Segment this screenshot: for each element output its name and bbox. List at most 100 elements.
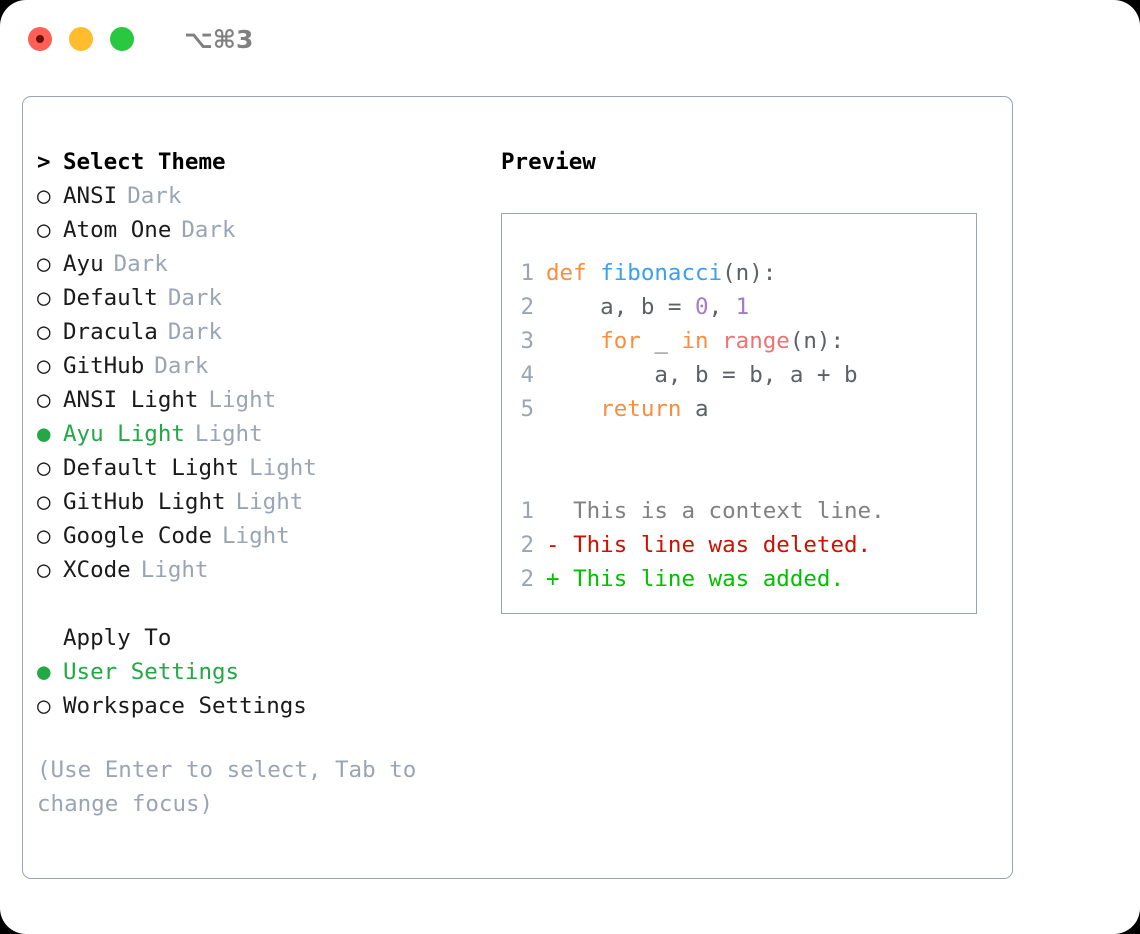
radio-unselected-icon: ○ xyxy=(37,455,51,481)
theme-item-label: GitHub xyxy=(63,353,145,379)
token-plain xyxy=(546,396,600,422)
theme-item-variant: Light xyxy=(194,421,263,447)
select-theme-heading: > Select Theme xyxy=(37,145,482,179)
code-content: return a xyxy=(546,392,709,426)
theme-item-label: Ayu xyxy=(63,251,104,277)
line-number: 5 xyxy=(520,396,534,422)
caret-icon: > xyxy=(37,149,51,175)
apply-to-heading: Apply To xyxy=(37,621,482,655)
line-number: 1 xyxy=(520,260,534,286)
apply-to-item-selected[interactable]: ● User Settings xyxy=(37,655,482,689)
theme-item-label: ANSI Light xyxy=(63,387,199,413)
apply-to-item[interactable]: ○ Workspace Settings xyxy=(37,689,482,723)
code-line: 2 a, b = 0, 1 xyxy=(502,290,976,324)
diff-line-added: 2 + This line was added. xyxy=(502,562,976,596)
token-plain: a, b = xyxy=(546,294,696,320)
radio-unselected-icon: ○ xyxy=(37,693,51,719)
code-line: 4 a, b = b, a + b xyxy=(502,358,976,392)
theme-list-column: > Select Theme ○ ANSI Dark ○ Atom One Da… xyxy=(37,145,482,821)
token-function: fibonacci xyxy=(600,260,723,286)
theme-item[interactable]: ○ ANSI Dark xyxy=(37,179,482,213)
token-plain: , xyxy=(708,294,736,320)
theme-item[interactable]: ○ ANSI Light Light xyxy=(37,383,482,417)
theme-item-variant: Dark xyxy=(167,285,223,311)
close-button[interactable] xyxy=(28,27,52,51)
theme-item[interactable]: ○ Dracula Dark xyxy=(37,315,482,349)
token-number: 1 xyxy=(735,294,750,320)
code-line: 3 for _ in range(n): xyxy=(502,324,976,358)
radio-unselected-icon: ○ xyxy=(37,285,51,311)
theme-item-label: GitHub Light xyxy=(63,489,226,515)
code-content: a, b = 0, 1 xyxy=(546,290,749,324)
radio-unselected-icon: ○ xyxy=(37,489,51,515)
diff-content: + This line was added. xyxy=(546,566,845,592)
theme-item-variant: Dark xyxy=(181,217,236,243)
theme-item[interactable]: ○ GitHub Light Light xyxy=(37,485,482,519)
theme-item-label: ANSI xyxy=(63,183,118,209)
radio-unselected-icon: ○ xyxy=(37,387,51,413)
token-plain: a xyxy=(681,396,709,422)
diff-line-deleted: 2 - This line was deleted. xyxy=(502,528,976,562)
apply-to-heading-label: Apply To xyxy=(63,625,172,651)
theme-item-variant: Light xyxy=(235,489,304,515)
theme-item[interactable]: ○ Google Code Light xyxy=(37,519,482,553)
token-builtin: range xyxy=(722,328,790,354)
theme-item-label: Google Code xyxy=(63,523,213,549)
theme-item-selected[interactable]: ● Ayu Light Light xyxy=(37,417,482,451)
theme-item-label: XCode xyxy=(63,557,131,583)
token-plain xyxy=(546,328,600,354)
radio-unselected-icon: ○ xyxy=(37,557,51,583)
token-plain xyxy=(709,328,723,354)
radio-unselected-icon: ○ xyxy=(37,251,51,277)
theme-picker-panel: > Select Theme ○ ANSI Dark ○ Atom One Da… xyxy=(22,96,1013,879)
theme-item-variant: Light xyxy=(249,455,317,481)
window-controls xyxy=(28,27,134,51)
radio-unselected-icon: ○ xyxy=(37,217,51,243)
select-theme-heading-label: Select Theme xyxy=(63,149,226,175)
radio-unselected-icon: ○ xyxy=(37,523,51,549)
theme-item-variant: Dark xyxy=(154,353,209,379)
keyboard-shortcut-label: ⌥⌘3 xyxy=(184,24,254,54)
code-content: def fibonacci(n): xyxy=(546,256,776,290)
apply-to-item-label: Workspace Settings xyxy=(63,693,307,719)
theme-item[interactable]: ○ Default Light Light xyxy=(37,451,482,485)
preview-divider-space xyxy=(502,460,976,494)
theme-item[interactable]: ○ Default Dark xyxy=(37,281,482,315)
theme-item-variant: Dark xyxy=(167,319,223,345)
theme-item[interactable]: ○ XCode Light xyxy=(37,553,482,587)
diff-content: - This line was deleted. xyxy=(546,532,872,558)
preview-column: Preview 1 def fibonacci(n): 2 a, b = 0, … xyxy=(501,145,1001,614)
token-plain: (n): xyxy=(789,328,845,354)
diff-line-context: 1 This is a context line. xyxy=(502,494,976,528)
token-keyword: in xyxy=(681,328,709,354)
theme-item-label: Dracula xyxy=(63,319,158,345)
token-keyword: def xyxy=(546,260,601,286)
theme-item-variant: Light xyxy=(140,557,209,583)
theme-item-variant: Dark xyxy=(113,251,168,277)
theme-item[interactable]: ○ GitHub Dark xyxy=(37,349,482,383)
token-plain: (n): xyxy=(722,260,777,286)
minimize-button[interactable] xyxy=(69,27,93,51)
line-number: 3 xyxy=(520,328,534,354)
token-plain: a, b = b, a + b xyxy=(546,362,858,388)
hint-spacer xyxy=(37,723,482,753)
keyboard-hint-text: (Use Enter to select, Tab to change focu… xyxy=(37,757,417,817)
radio-selected-icon: ● xyxy=(37,659,51,685)
theme-item-label: Atom One xyxy=(63,217,172,243)
theme-item-variant: Light xyxy=(222,523,290,549)
code-content: for _ in range(n): xyxy=(546,324,844,358)
theme-item-label: Ayu Light xyxy=(63,421,185,447)
radio-unselected-icon: ○ xyxy=(37,319,51,345)
preview-title: Preview xyxy=(501,149,596,175)
theme-item-variant: Light xyxy=(208,387,277,413)
line-number: 2 xyxy=(520,566,534,592)
theme-item[interactable]: ○ Atom One Dark xyxy=(37,213,482,247)
token-keyword: return xyxy=(600,396,682,422)
radio-unselected-icon: ○ xyxy=(37,183,51,209)
theme-item[interactable]: ○ Ayu Dark xyxy=(37,247,482,281)
token-number: 0 xyxy=(695,294,709,320)
diff-content: This is a context line. xyxy=(546,498,885,524)
line-number: 2 xyxy=(520,532,534,558)
zoom-button[interactable] xyxy=(110,27,134,51)
